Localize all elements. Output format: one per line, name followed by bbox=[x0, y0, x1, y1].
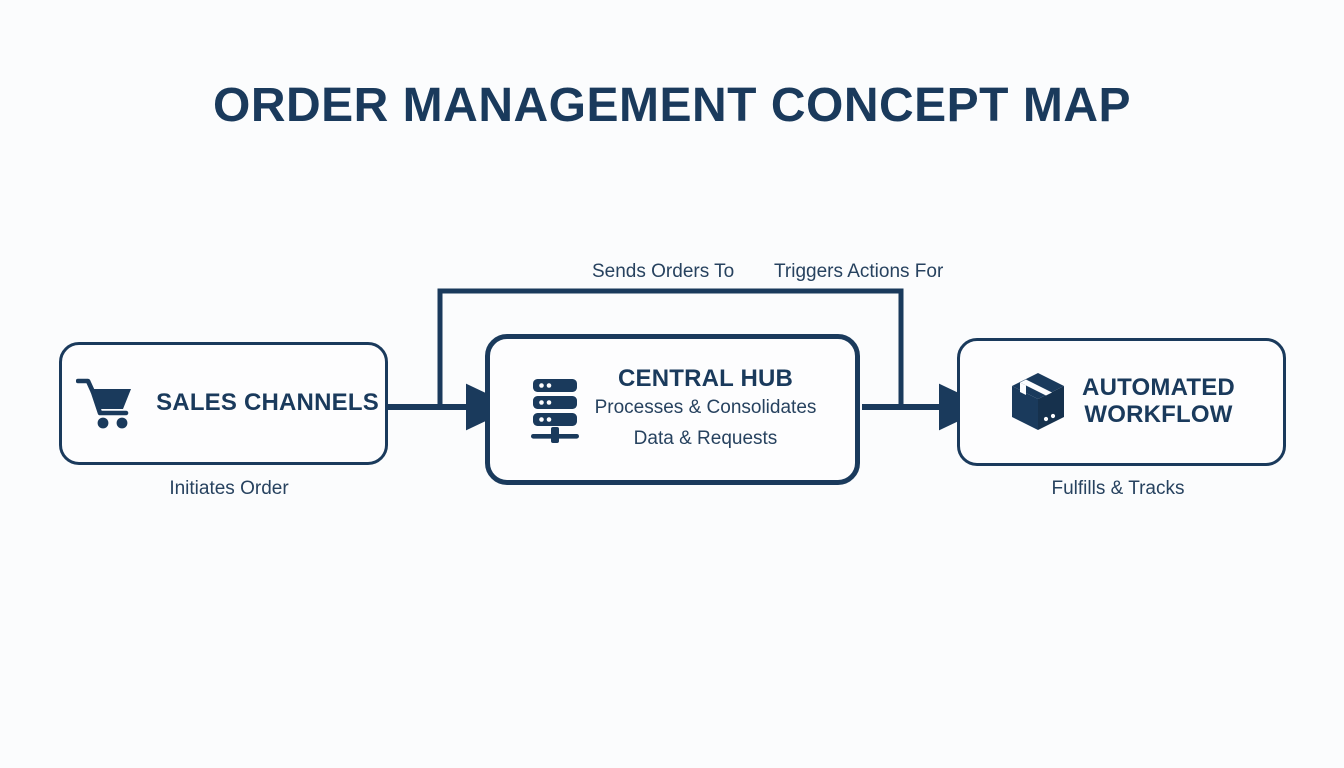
node-heading-automated: AUTOMATED bbox=[1082, 374, 1235, 402]
edge-label-sends-orders-to: Sends Orders To bbox=[592, 261, 735, 282]
node-text-block: AUTOMATED WORKFLOW bbox=[1082, 374, 1235, 429]
package-box-icon bbox=[1008, 371, 1068, 433]
edge-label-triggers-actions-for: Triggers Actions For bbox=[774, 261, 944, 282]
caption-fulfills-and-tracks: Fulfills & Tracks bbox=[1051, 478, 1185, 499]
node-heading-sales-channels: SALES CHANNELS bbox=[156, 389, 379, 417]
node-text-block: CENTRAL HUB Processes & Consolidates Dat… bbox=[594, 364, 817, 454]
node-text-block: SALES CHANNELS bbox=[148, 389, 379, 417]
server-rack-icon bbox=[529, 377, 581, 443]
node-sales-channels[interactable]: SALES CHANNELS bbox=[59, 342, 388, 465]
caption-initiates-order: Initiates Order bbox=[169, 478, 289, 499]
node-automated-workflow[interactable]: AUTOMATED WORKFLOW bbox=[957, 338, 1286, 466]
node-subtitle-line-1: Processes & Consolidates bbox=[594, 397, 817, 419]
node-central-hub[interactable]: CENTRAL HUB Processes & Consolidates Dat… bbox=[485, 334, 860, 485]
node-subtitle-line-2: Data & Requests bbox=[633, 427, 778, 449]
page-title: ORDER MANAGEMENT CONCEPT MAP bbox=[212, 79, 1131, 132]
node-heading-central-hub: CENTRAL HUB bbox=[617, 364, 794, 392]
shopping-cart-icon bbox=[76, 377, 134, 431]
node-heading-workflow: WORKFLOW bbox=[1084, 401, 1233, 428]
